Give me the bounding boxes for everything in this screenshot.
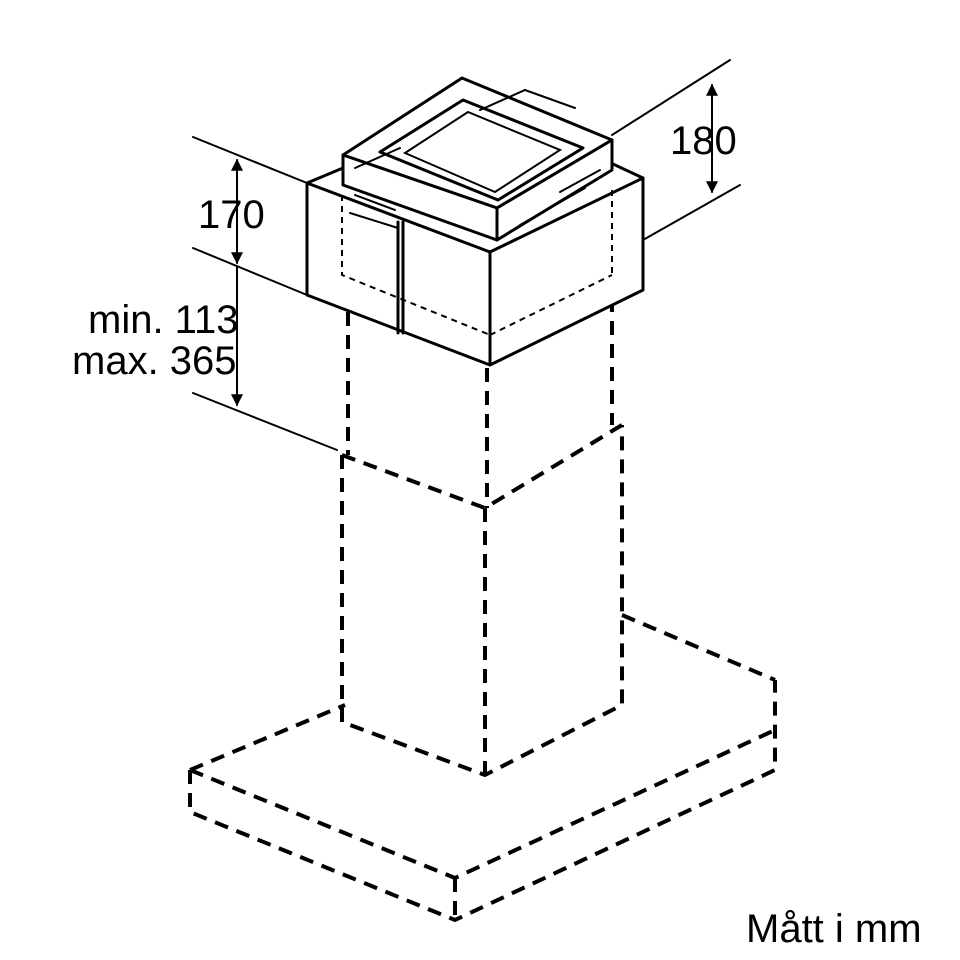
dimension-170: 170 (192, 136, 308, 296)
dimension-170-label: 170 (198, 193, 265, 237)
dimension-max-label: max. 365 (72, 339, 237, 383)
extension-box (305, 156, 645, 367)
lower-chimney-outline (340, 423, 624, 777)
upper-chimney-outline (346, 298, 614, 508)
dimension-180-label: 180 (670, 119, 737, 163)
dimension-min-max: min. 113 max. 365 (72, 265, 338, 451)
top-frame (341, 76, 614, 242)
hood-canopy-outline (188, 613, 777, 922)
dimension-180: 180 (611, 59, 741, 241)
dimension-min-label: min. 113 (88, 298, 238, 342)
units-label: Mått i mm (746, 907, 922, 951)
